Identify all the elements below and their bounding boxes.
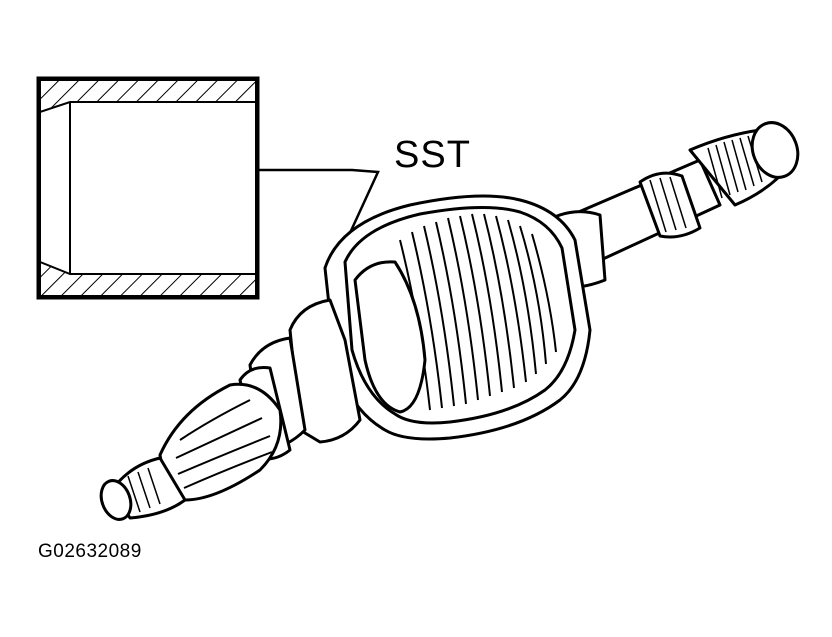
sleeve-cross-section-icon <box>36 76 260 300</box>
right-spline-icon <box>538 121 800 290</box>
figure-id-label: G02632089 <box>38 541 142 562</box>
sst-sleeve-on-shaft <box>323 194 592 441</box>
leader-line <box>258 168 380 247</box>
left-shaft-icon <box>99 298 362 521</box>
shaft-assembly-icon <box>99 121 800 521</box>
sst-callout-label: SST <box>394 134 471 176</box>
